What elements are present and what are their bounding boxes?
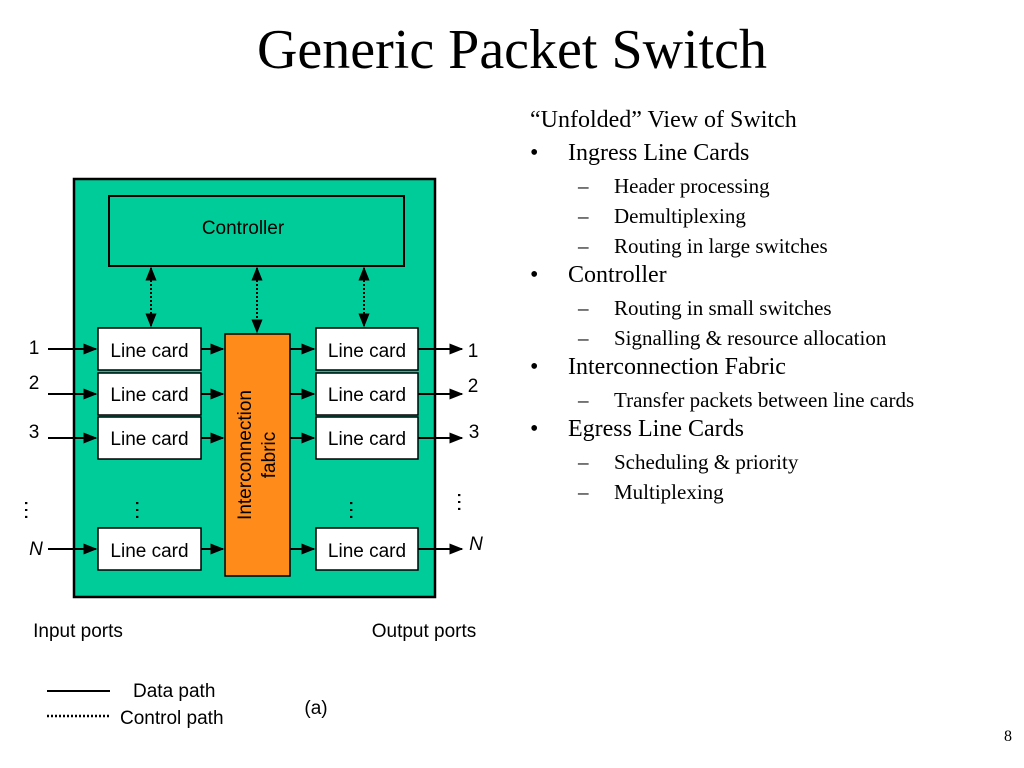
- input-line-card-3-label: Line card: [110, 429, 188, 450]
- sub-bullet-item: – Multiplexing: [530, 481, 1000, 504]
- dash-icon: –: [578, 296, 589, 320]
- bullet-label: Interconnection Fabric: [568, 354, 786, 380]
- output-port-2-label: 2: [468, 376, 479, 397]
- sub-bullet-item: – Routing in large switches: [530, 235, 1000, 258]
- input-port-1-label: 1: [29, 338, 40, 359]
- fabric-label-line2: fabric: [259, 432, 280, 478]
- input-port-2-label: 2: [29, 373, 40, 394]
- controller-box: [108, 195, 405, 267]
- legend-data-path-label: Data path: [133, 681, 215, 702]
- bullet-item: • Egress Line Cards: [530, 414, 1000, 444]
- bullet-list: “Unfolded” View of Switch • Ingress Line …: [530, 104, 1000, 504]
- sub-bullet-label: Signalling & resource allocation: [614, 326, 887, 350]
- output-cards-ellipsis: …: [345, 499, 370, 521]
- bullet-heading: “Unfolded” View of Switch: [530, 107, 797, 133]
- dash-icon: –: [578, 450, 589, 474]
- slide-title: Generic Packet Switch: [256, 19, 768, 81]
- dash-icon: –: [578, 326, 589, 350]
- output-line-card-2: [315, 372, 419, 416]
- input-line-card-1: [97, 327, 202, 371]
- input-line-card-2: [97, 372, 202, 416]
- sub-bullet-label: Routing in small switches: [614, 296, 832, 320]
- output-line-card-n: [315, 527, 419, 571]
- interconnection-fabric: [224, 333, 291, 577]
- bullet-item: • Controller: [530, 260, 1000, 290]
- output-port-1-label: 1: [468, 341, 479, 362]
- output-line-card-1-label: Line card: [328, 341, 406, 362]
- input-port-3-label: 3: [29, 422, 40, 443]
- dash-icon: –: [578, 388, 589, 412]
- output-line-card-3: [315, 416, 419, 460]
- bullet-dot-icon: •: [530, 354, 539, 380]
- output-ports-ellipsis: …: [453, 491, 478, 513]
- sub-bullet-item: – Transfer packets between line cards: [530, 389, 1000, 412]
- bullet-label: Egress Line Cards: [568, 416, 744, 442]
- input-line-card-1-label: Line card: [110, 341, 188, 362]
- sub-bullet-item: – Header processing: [530, 175, 1000, 198]
- bullet-label: Controller: [568, 262, 667, 288]
- sub-bullet-item: – Demultiplexing: [530, 205, 1000, 228]
- sub-bullet-label: Transfer packets between line cards: [614, 388, 915, 412]
- output-line-card-2-label: Line card: [328, 385, 406, 406]
- output-port-n-label: N: [469, 534, 483, 555]
- output-line-card-1: [315, 327, 419, 371]
- dash-icon: –: [578, 204, 589, 228]
- sub-bullet-label: Scheduling & priority: [614, 450, 799, 474]
- sub-bullet-item: – Signalling & resource allocation: [530, 327, 1000, 350]
- output-port-3-label: 3: [469, 422, 480, 443]
- fabric-label-line1: Interconnection: [235, 390, 256, 520]
- bullet-item: • Interconnection Fabric: [530, 352, 1000, 382]
- page-number: 8: [1004, 728, 1012, 745]
- input-line-card-n-label: Line card: [110, 541, 188, 562]
- sub-bullet-label: Demultiplexing: [614, 204, 746, 228]
- sub-bullet-label: Header processing: [614, 174, 770, 198]
- bullet-item: • Ingress Line Cards: [530, 138, 1000, 168]
- sub-bullet-label: Routing in large switches: [614, 234, 828, 258]
- input-ports-ellipsis: …: [20, 499, 45, 521]
- controller-label: Controller: [202, 218, 285, 239]
- bullet-dot-icon: •: [530, 140, 539, 166]
- input-cards-ellipsis: …: [131, 499, 156, 521]
- bullet-dot-icon: •: [530, 262, 539, 288]
- sub-bullet-label: Multiplexing: [614, 480, 724, 504]
- input-line-card-2-label: Line card: [110, 385, 188, 406]
- input-port-n-label: N: [29, 539, 43, 560]
- output-ports-label: Output ports: [372, 621, 477, 642]
- input-ports-label: Input ports: [33, 621, 123, 642]
- bullet-label: Ingress Line Cards: [568, 140, 750, 166]
- input-line-card-n: [97, 527, 202, 571]
- sub-bullet-item: – Scheduling & priority: [530, 451, 1000, 474]
- sub-bullet-item: – Routing in small switches: [530, 297, 1000, 320]
- output-line-card-n-label: Line card: [328, 541, 406, 562]
- legend-control-path-label: Control path: [120, 708, 224, 729]
- dash-icon: –: [578, 480, 589, 504]
- dash-icon: –: [578, 234, 589, 258]
- bullet-dot-icon: •: [530, 416, 539, 442]
- output-line-card-3-label: Line card: [328, 429, 406, 450]
- dash-icon: –: [578, 174, 589, 198]
- figure-caption: (a): [304, 698, 327, 719]
